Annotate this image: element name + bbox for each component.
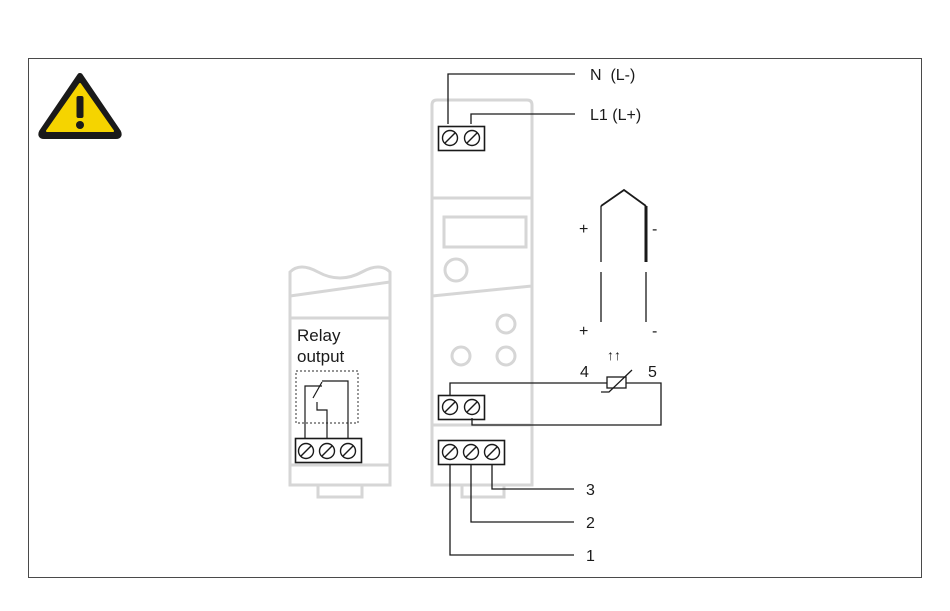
- plus-top-label: +: [579, 221, 588, 238]
- device-knob: [445, 259, 467, 281]
- device-led-2: [452, 347, 470, 365]
- device-housing: [432, 100, 532, 497]
- terminal-4-label: 4: [580, 364, 589, 381]
- terminal-5-label: 5: [648, 364, 657, 381]
- relay-label-line1: Relay: [297, 326, 341, 345]
- relay-terminal-block: [296, 439, 362, 463]
- minus-bottom-label: -: [652, 323, 657, 340]
- output-wires: [450, 465, 574, 555]
- sensor-probe: [601, 190, 646, 322]
- flow-arrows: ↑↑: [607, 347, 621, 363]
- supply-terminal-block: [439, 127, 485, 151]
- terminal-2-label: 2: [586, 515, 595, 532]
- neutral-label: N (L-): [590, 67, 635, 84]
- plus-bottom-label: +: [579, 323, 588, 340]
- thermistor-symbol: [601, 370, 632, 392]
- device-led-3: [497, 347, 515, 365]
- device-led-1: [497, 315, 515, 333]
- output-terminal-block: [439, 441, 505, 465]
- terminal-3-label: 3: [586, 482, 595, 499]
- minus-top-label: -: [652, 221, 657, 238]
- terminal-1-label: 1: [586, 548, 595, 565]
- line-label: L1 (L+): [590, 107, 641, 124]
- relay-contact-symbol: [296, 371, 358, 438]
- relay-label-line2: output: [297, 347, 345, 366]
- sensor-terminal-block: [439, 396, 485, 420]
- device-display: [444, 217, 526, 247]
- warning-triangle-icon: [41, 76, 118, 136]
